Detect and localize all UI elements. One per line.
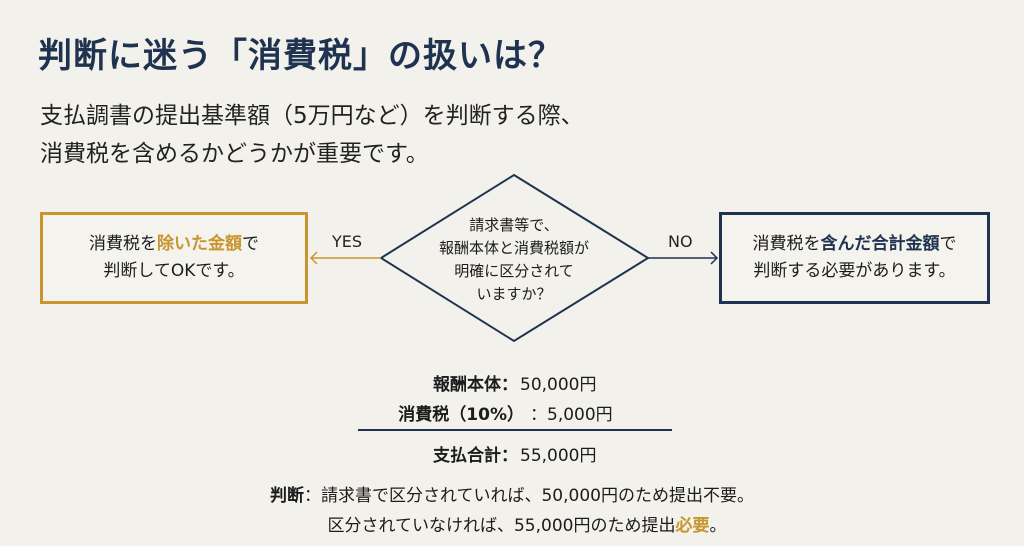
- question-line: 明確に区分されて: [454, 262, 574, 280]
- yes-pre: 消費税を: [89, 234, 157, 254]
- yes-result-line-1: 消費税を除いた金額で: [89, 231, 259, 258]
- no-result-line-1: 消費税を含んだ合計金額で: [753, 231, 957, 258]
- no-label: NO: [668, 232, 693, 251]
- subtitle-line-2: 消費税を含めるかどうかが重要です。: [40, 141, 429, 167]
- page-title: 判断に迷う「消費税」の扱いは？: [38, 36, 563, 76]
- yes-label: YES: [332, 232, 363, 251]
- no-result-box: 消費税を含んだ合計金額で 判断する必要があります。: [719, 212, 990, 304]
- no-arrowhead: [710, 251, 719, 265]
- yes-result-line-2: 判断してOKです。: [103, 261, 245, 281]
- base-value: 50,000円: [520, 375, 597, 395]
- no-result-line-2: 判断する必要があります。: [753, 261, 956, 281]
- required-highlight: 必要: [675, 516, 710, 536]
- question-line: 請求書等で、: [469, 216, 559, 234]
- decision-diamond: [379, 173, 650, 343]
- decision-question: 請求書等で、 報酬本体と消費税額が 明確に区分されて いますか？: [414, 214, 614, 306]
- judgment-label: 判断: [270, 486, 304, 506]
- no-pre: 消費税を: [752, 234, 821, 254]
- tax-sep: ：: [530, 405, 547, 425]
- judgment-line-2: 区分されていなければ、55,000円のため提出必要。: [327, 516, 727, 536]
- total-value: 55,000円: [520, 446, 597, 466]
- question-line: 報酬本体と消費税額が: [438, 239, 589, 257]
- base-label: 報酬本体：: [433, 375, 518, 395]
- no-highlight: 含んだ合計金額: [820, 234, 940, 254]
- no-post: で: [939, 234, 957, 254]
- tax-value: 5,000円: [547, 405, 613, 425]
- judgment-line-1: 判断：請求書で区分されていれば、50,000円のため提出不要。: [270, 486, 754, 506]
- tax-label: 消費税（10%）: [398, 405, 524, 425]
- total-label: 支払合計：: [433, 446, 518, 466]
- yes-post: で: [242, 234, 259, 254]
- yes-result-box: 消費税を除いた金額で 判断してOKです。: [40, 212, 308, 304]
- question-line: いますか？: [476, 285, 552, 303]
- yes-arrowhead: [309, 251, 318, 265]
- subtitle-line-1: 支払調書の提出基準額（5万円など）を判断する際、: [40, 103, 584, 129]
- yes-highlight: 除いた金額: [157, 234, 242, 254]
